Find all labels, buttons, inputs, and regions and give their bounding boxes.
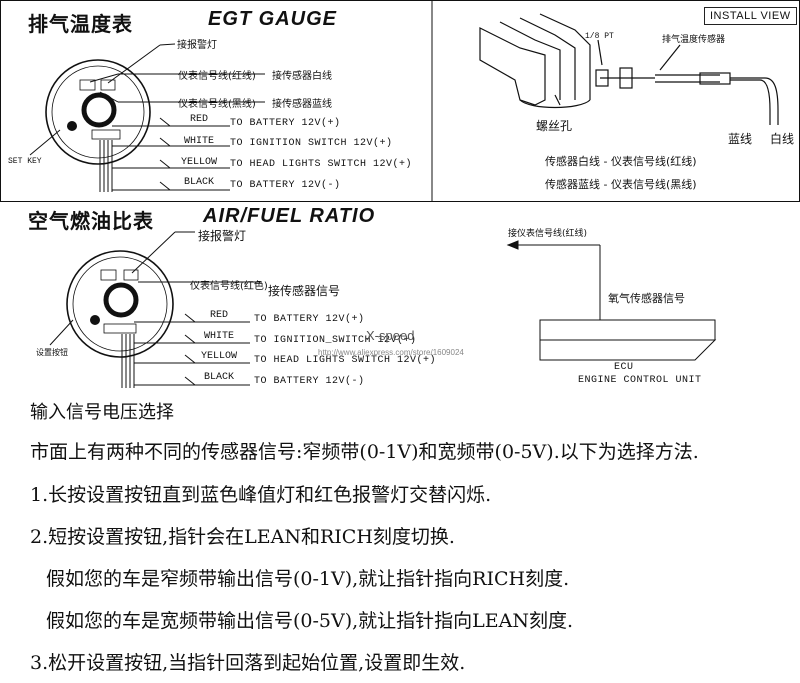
egt-gauge-hub	[81, 92, 117, 128]
screw-hole-label: 螺丝孔	[536, 119, 573, 133]
afr-wire-dest: TO HEAD LIGHTS SWITCH 12V(+)	[254, 355, 437, 366]
egt-title-cn: 排气温度表	[28, 12, 133, 36]
egt-wire-dest: TO IGNITION SWITCH 12V(+)	[230, 138, 393, 149]
egt-wire-dest: TO BATTERY 12V(+)	[230, 118, 341, 129]
egt-wire-color: BLACK	[183, 177, 214, 188]
instruction-line: 3.松开设置按钮,当指针回落到起始位置,设置即生效.	[30, 652, 466, 674]
egt-gauge-outline	[45, 59, 151, 165]
instruction-line: 假如您的车是窄频带输出信号(0-1V),就让指针指向RICH刻度.	[46, 568, 570, 590]
afr-wire-dest: TO BATTERY 12V(-)	[254, 376, 365, 387]
afr-wire-color: RED	[209, 310, 228, 321]
watermark-url: http://www.aliexpress.com/store/1609024	[318, 348, 464, 357]
manifold-pipe-1	[479, 27, 546, 106]
ecu-full-label: ENGINE CONTROL UNIT	[578, 375, 702, 386]
afr-signal-red-label: 仪表信号线(红色)	[190, 281, 268, 292]
afr-title-en: AIR/FUEL RATIO	[203, 205, 376, 227]
afr-set-key-label: 设置按钮	[36, 348, 68, 357]
install-note: 传感器白线 - 仪表信号线(红线)	[545, 155, 697, 168]
egt-wire-dest: TO BATTERY 12V(-)	[230, 180, 341, 191]
o2-sensor-signal-label: 氧气传感器信号	[608, 292, 685, 305]
egt-wire-color: YELLOW	[180, 157, 217, 168]
egt-wire-dest: TO HEAD LIGHTS SWITCH 12V(+)	[230, 159, 413, 170]
blue-wire-label: 蓝线	[728, 132, 753, 146]
afr-warning-lamp-label: 接报警灯	[198, 229, 247, 243]
egt-warning-lamp-label: 接报警灯	[177, 40, 217, 51]
egt-signal-red-label: 仪表信号线(红线)	[178, 71, 256, 82]
install-view-title: INSTALL VIEW	[704, 7, 797, 25]
egt-to-white-label: 接传感器白线	[272, 71, 332, 82]
egt-sensor-label: 排气温度传感器	[662, 35, 726, 45]
afr-gauge-outline	[66, 250, 174, 358]
instruction-heading: 输入信号电压选择	[30, 402, 174, 423]
ecu-signal-label: 接仪表信号线(红线)	[508, 229, 588, 239]
afr-gauge-bezel	[72, 256, 168, 352]
egt-title-en: EGT GAUGE	[208, 8, 338, 30]
pt-thread-label: 1/8 PT	[585, 32, 614, 41]
instruction-line: 假如您的车是宽频带输出信号(0-5V),就让指针指向LEAN刻度.	[46, 610, 574, 632]
afr-wire-dest: TO IGNITION_SWITCH 12V(+)	[254, 335, 417, 346]
install-note: 传感器蓝线 - 仪表信号线(黑线)	[545, 178, 697, 191]
egt-to-blue-label: 接传感器蓝线	[272, 99, 332, 110]
egt-set-key-dot	[67, 121, 77, 131]
instruction-line: 1.长按设置按钮直到蓝色峰值灯和红色报警灯交替闪烁.	[30, 484, 492, 506]
instruction-line: 市面上有两种不同的传感器信号:窄频带(0-1V)和宽频带(0-5V).以下为选择…	[30, 441, 699, 463]
afr-wire-color: YELLOW	[200, 351, 237, 362]
afr-set-key-dot	[90, 315, 100, 325]
afr-gauge-hub	[103, 282, 139, 318]
watermark-brand: X-speed	[366, 328, 415, 343]
white-wire-label: 白线	[770, 132, 795, 146]
egt-wire-color: RED	[189, 114, 208, 125]
afr-wire-color: BLACK	[203, 372, 234, 383]
afr-to-sensor-label: 接传感器信号	[268, 284, 341, 298]
egt-signal-black-label: 仪表信号线(黑线)	[178, 99, 256, 110]
afr-wire-dest: TO BATTERY 12V(+)	[254, 314, 365, 325]
afr-wire-color: WHITE	[203, 331, 234, 342]
egt-wire-color: WHITE	[183, 136, 214, 147]
egt-set-key-label: SET KEY	[8, 157, 42, 166]
instruction-line: 2.短按设置按钮,指针会在LEAN和RICH刻度切换.	[30, 526, 455, 548]
afr-title-cn: 空气燃油比表	[28, 209, 154, 233]
egt-gauge-bezel	[51, 65, 145, 159]
ecu-label: ECU	[614, 362, 634, 373]
ecu-box-top	[539, 319, 716, 341]
